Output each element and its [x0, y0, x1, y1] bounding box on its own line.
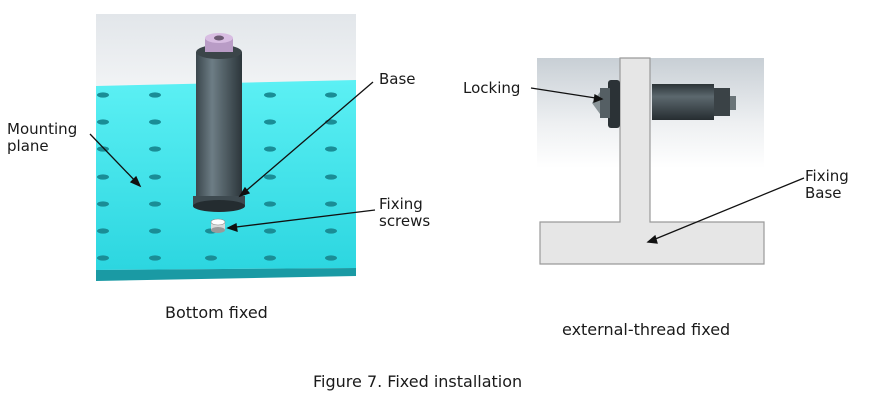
mounting-plate-edge — [96, 268, 356, 281]
plate-hole — [97, 92, 109, 98]
plate-hole — [325, 228, 337, 234]
plate-holes — [97, 92, 337, 261]
cylinder-sensor — [193, 33, 245, 212]
fixing-screw — [210, 218, 226, 233]
caption-external-thread-fixed: external-thread fixed — [562, 320, 731, 339]
plate-hole — [149, 255, 161, 261]
plate-hole — [325, 201, 337, 207]
label-mounting-plane: Mounting plane — [7, 120, 78, 155]
leader-fixing-screws — [227, 209, 376, 229]
leader-lines — [89, 81, 805, 244]
plate-hole — [149, 228, 161, 234]
plate-hole — [149, 174, 161, 180]
plate-hole — [264, 255, 276, 261]
plate-hole — [149, 201, 161, 207]
left-panel-render — [96, 14, 356, 281]
plate-hole — [149, 119, 161, 125]
plate-hole — [264, 201, 276, 207]
label-base: Base — [379, 70, 416, 88]
caption-bottom-fixed: Bottom fixed — [165, 303, 268, 322]
arrowhead-mounting-plane — [129, 175, 142, 188]
leader-fixing-base — [647, 177, 805, 243]
plate-hole — [264, 92, 276, 98]
plate-hole — [149, 146, 161, 152]
arrowhead-fixing-base — [646, 234, 658, 244]
plate-hole — [149, 92, 161, 98]
leader-locking — [530, 87, 603, 100]
plate-hole — [264, 174, 276, 180]
label-fixing-screws: Fixing screws — [379, 195, 431, 230]
arrowhead-base — [238, 186, 251, 198]
plate-hole — [97, 174, 109, 180]
arrowhead-locking — [593, 93, 604, 103]
plate-hole — [325, 255, 337, 261]
figure-caption: Figure 7. Fixed installation — [313, 372, 523, 391]
plate-hole — [325, 146, 337, 152]
plate-hole — [325, 174, 337, 180]
fixing-base-bracket — [539, 57, 765, 265]
plate-hole — [264, 228, 276, 234]
plate-hole — [205, 255, 217, 261]
label-fixing-base: Fixing Base — [805, 167, 849, 202]
plate-hole — [264, 146, 276, 152]
right-panel-render — [537, 57, 765, 265]
arrowhead-fixing-screws — [226, 223, 238, 232]
plate-hole — [325, 92, 337, 98]
plate-hole — [97, 228, 109, 234]
leader-mounting-plane — [89, 133, 141, 187]
plate-hole — [264, 119, 276, 125]
leader-base — [239, 81, 374, 197]
plate-hole — [97, 255, 109, 261]
horizontal-sensor — [592, 80, 736, 128]
plate-hole — [97, 119, 109, 125]
label-locking: Locking — [463, 79, 521, 97]
plate-hole — [97, 201, 109, 207]
